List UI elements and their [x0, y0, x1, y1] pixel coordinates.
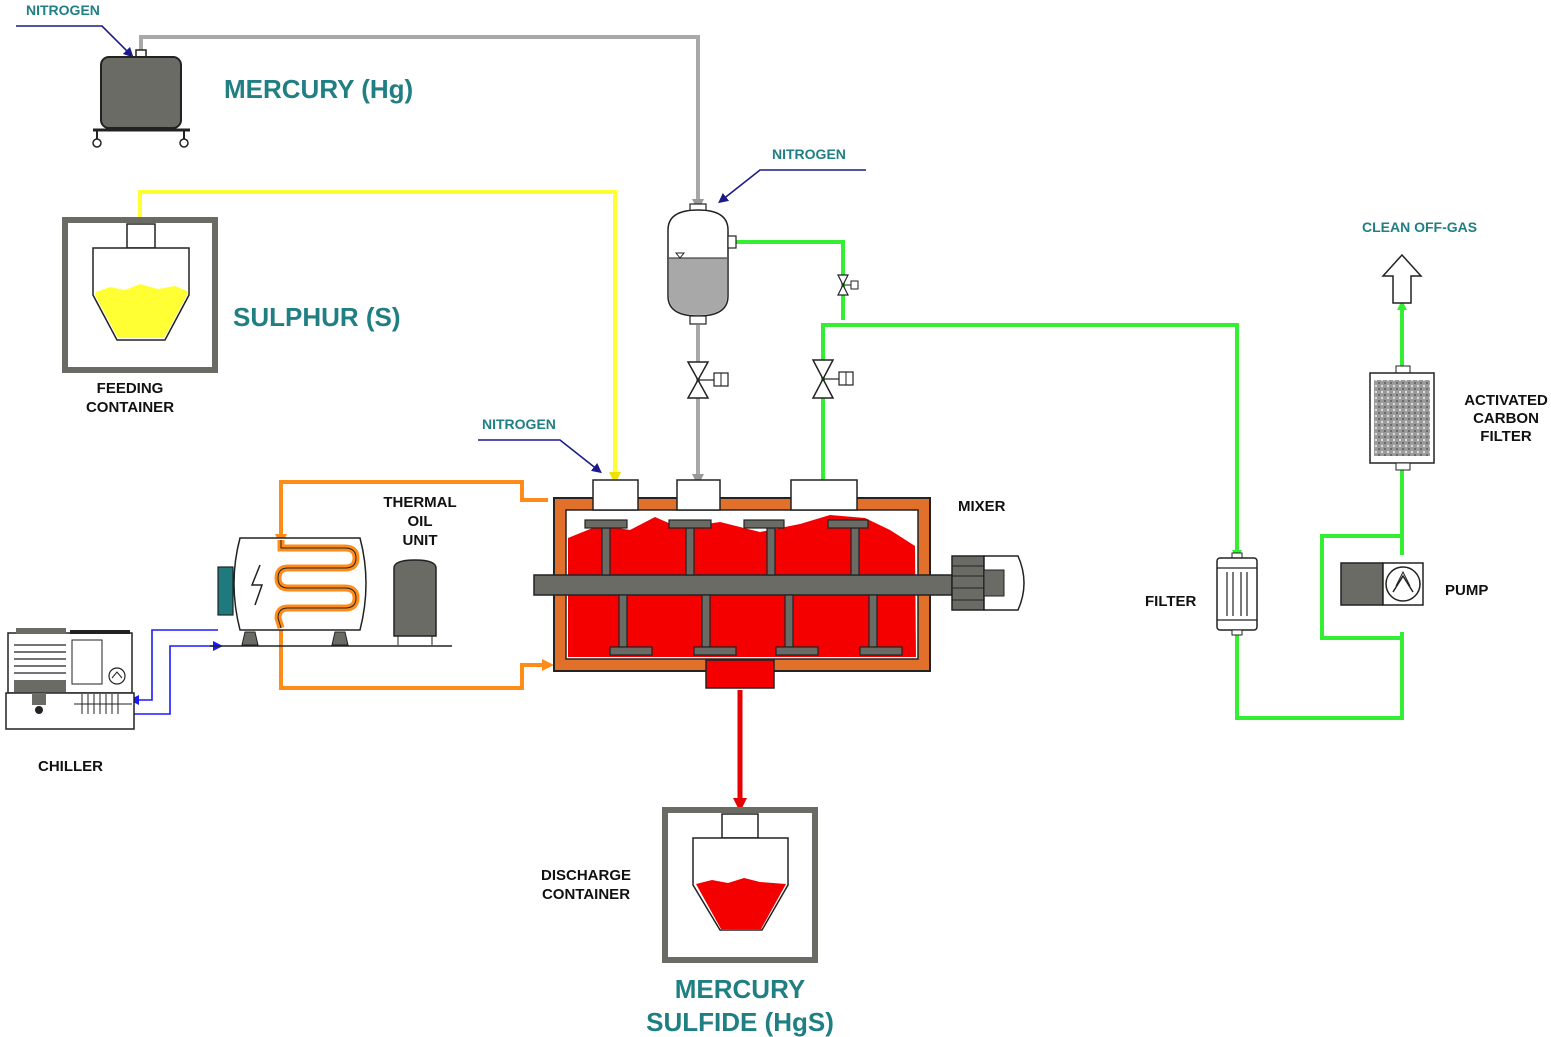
mercury-tank [92, 49, 190, 148]
discharge-container [662, 807, 818, 963]
label-discharge-2: CONTAINER [542, 886, 630, 903]
label-feeding-container-2: CONTAINER [86, 399, 174, 416]
valve-gas-main[interactable] [811, 359, 854, 399]
label-discharge-1: DISCHARGE [541, 867, 631, 884]
label-feeding-container-1: FEEDING [97, 380, 164, 397]
mercury-feed-line [139, 35, 704, 486]
chiller [5, 628, 135, 730]
label-thermal-3: UNIT [403, 532, 438, 549]
label-activated-3: FILTER [1480, 428, 1532, 445]
thermal-oil-unit [210, 537, 452, 647]
valve-gas-small[interactable] [837, 274, 859, 296]
nitrogen-arrows [16, 25, 866, 474]
buffer-vessel [667, 203, 737, 325]
label-hgs-2: SULFIDE (HgS) [646, 1007, 834, 1037]
label-thermal-2: OIL [408, 513, 433, 530]
sulphur-feed-line [138, 190, 621, 484]
label-nitrogen-mercury: NITROGEN [26, 2, 100, 18]
label-chiller: CHILLER [38, 758, 103, 775]
label-pump: PUMP [1445, 582, 1488, 599]
label-nitrogen-vessel: NITROGEN [772, 146, 846, 162]
valve-mercury[interactable] [686, 361, 729, 399]
coolant-lines [129, 629, 223, 715]
label-nitrogen-mixer: NITROGEN [482, 416, 556, 432]
label-mixer: MIXER [958, 498, 1006, 515]
thermal-oil-loop [275, 480, 554, 690]
sulphur-feeding-container [62, 217, 218, 373]
pump [1340, 562, 1424, 606]
filter [1216, 552, 1258, 636]
off-gas-outlet-icon [1381, 253, 1423, 304]
label-filter: FILTER [1145, 593, 1197, 610]
label-thermal-1: THERMAL [383, 494, 456, 511]
label-activated-2: CARBON [1473, 410, 1539, 427]
mixer [533, 479, 953, 689]
label-hgs-1: MERCURY [675, 974, 805, 1004]
mixer-motor [951, 555, 1025, 611]
label-sulphur: SULPHUR (S) [233, 302, 401, 332]
label-clean-off-gas: CLEAN OFF-GAS [1362, 219, 1477, 235]
activated-carbon-filter [1369, 365, 1435, 471]
label-activated-1: ACTIVATED [1464, 392, 1548, 409]
off-gas-line [734, 240, 1407, 720]
label-mercury: MERCURY (Hg) [224, 74, 413, 104]
